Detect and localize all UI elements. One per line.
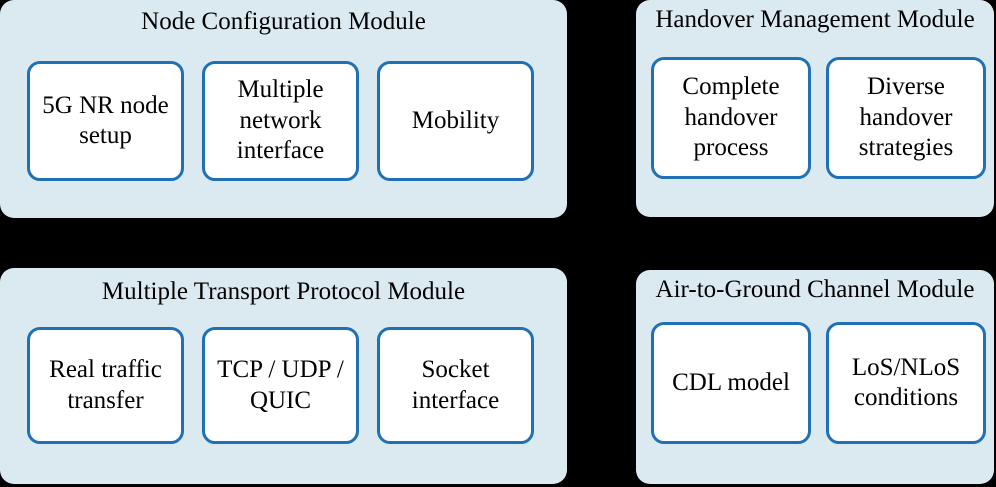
card-label: Multiple network interface (236, 76, 325, 165)
module-multiple-transport-protocol: Multiple Transport Protocol Module Real … (0, 268, 567, 484)
module-handover-management: Handover Management Module Complete hand… (636, 0, 994, 217)
card-complete-handover-process[interactable]: Complete handover process (651, 57, 811, 179)
card-label: LoS/NLoS conditions (851, 353, 961, 412)
module-title-handover-management: Handover Management Module (655, 6, 975, 33)
card-multiple-network-interface[interactable]: Multiple network interface (202, 61, 359, 181)
card-label: Mobility (411, 106, 500, 134)
module-air-to-ground-channel: Air-to-Ground Channel Module CDL model L… (636, 270, 994, 484)
card-mobility[interactable]: Mobility (377, 61, 534, 181)
card-tcp-udp-quic[interactable]: TCP / UDP / QUIC (202, 327, 359, 444)
card-label: TCP / UDP / QUIC (217, 356, 344, 414)
card-losnlos-conditions[interactable]: LoS/NLoS conditions (826, 322, 986, 444)
card-label: Diverse handover strategies (858, 73, 954, 162)
module-node-configuration: Node Configuration Module 5G NR node set… (0, 0, 567, 218)
card-diverse-handover-strategies[interactable]: Diverse handover strategies (826, 57, 986, 179)
module-title-node-configuration: Node Configuration Module (141, 8, 426, 35)
card-label: 5G NR node setup (42, 91, 169, 150)
card-row-node-configuration: 5G NR node setup Multiple network interf… (27, 61, 534, 181)
card-label: CDL model (672, 368, 790, 396)
card-row-handover-management: Complete handover process Diverse handov… (651, 57, 986, 179)
card-5g-nr-node-setup[interactable]: 5G NR node setup (27, 61, 184, 181)
card-row-air-to-ground-channel: CDL model LoS/NLoS conditions (651, 322, 986, 444)
module-title-air-to-ground-channel: Air-to-Ground Channel Module (655, 276, 975, 303)
card-label: Socket interface (411, 356, 500, 414)
card-cdl-model[interactable]: CDL model (651, 322, 811, 444)
card-real-traffic-transfer[interactable]: Real traffic transfer (27, 327, 184, 444)
card-label: Real traffic transfer (49, 356, 162, 414)
card-label: Complete handover process (682, 73, 780, 162)
card-row-multiple-transport-protocol: Real traffic transfer TCP / UDP / QUIC S… (27, 327, 534, 444)
module-title-multiple-transport-protocol: Multiple Transport Protocol Module (101, 278, 466, 305)
card-socket-interface[interactable]: Socket interface (377, 327, 534, 444)
